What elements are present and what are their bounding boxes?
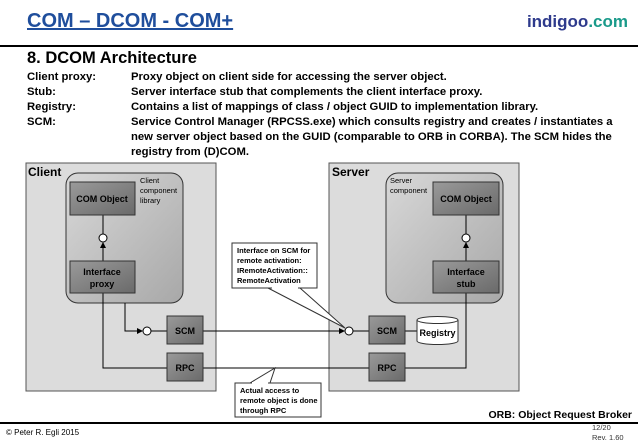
server-scm-label: SCM (377, 326, 397, 336)
client-rpc (166, 352, 204, 382)
registry-cylinder: Registry (416, 316, 459, 345)
server-scm-interface (344, 326, 354, 336)
interface-proxy (69, 260, 136, 294)
desc-stub: Server interface stub that complements t… (131, 86, 483, 98)
server-interface-lollipop (461, 233, 471, 243)
orb-note: ORB: Object Request Broker (488, 409, 632, 421)
client-com-object-label: COM Object (76, 194, 128, 204)
registry-label: Registry (419, 328, 455, 338)
server-label: Server (332, 165, 370, 179)
desc-registry: Contains a list of mappings of class / o… (131, 101, 539, 113)
brand-main: indigoo (526, 12, 589, 31)
client-com-object (69, 181, 136, 216)
brand-tld: .com (588, 12, 628, 31)
server-rpc-label: RPC (377, 363, 397, 373)
client-scm-label: SCM (175, 326, 195, 336)
header-divider (0, 45, 638, 47)
brand-logo: indigoo.com (527, 12, 628, 32)
term-registry: Registry: (27, 101, 76, 113)
copyright: © Peter R. Egli 2015 (6, 428, 80, 437)
server-com-object (432, 181, 500, 216)
proxy-label-1: Interface (83, 267, 121, 277)
stub-label-2: stub (457, 279, 477, 289)
page-title: COM – DCOM - COM+ (27, 10, 234, 32)
client-scm (166, 315, 204, 345)
stub-label-1: Interface (447, 267, 485, 277)
client-interface-lollipop (98, 233, 108, 243)
term-stub: Stub: (27, 86, 56, 98)
desc-scm: Service Control Manager (RPCSS.exe) whic… (131, 116, 613, 158)
interface-stub (432, 260, 500, 294)
footer-divider (0, 422, 638, 424)
revision: Rev. 1.60 (592, 433, 624, 442)
client-label: Client (28, 165, 61, 179)
proxy-label-2: proxy (90, 279, 115, 289)
term-scm: SCM: (27, 116, 56, 128)
client-rpc-label: RPC (175, 363, 195, 373)
term-client-proxy: Client proxy: (27, 71, 97, 83)
server-com-object-label: COM Object (440, 194, 492, 204)
section-title: 8. DCOM Architecture (27, 49, 197, 67)
server-rpc (368, 352, 406, 382)
client-scm-interface (142, 326, 152, 336)
server-scm (368, 315, 406, 345)
page-number: 12/20 (592, 423, 611, 432)
desc-client-proxy: Proxy object on client side for accessin… (131, 71, 447, 83)
